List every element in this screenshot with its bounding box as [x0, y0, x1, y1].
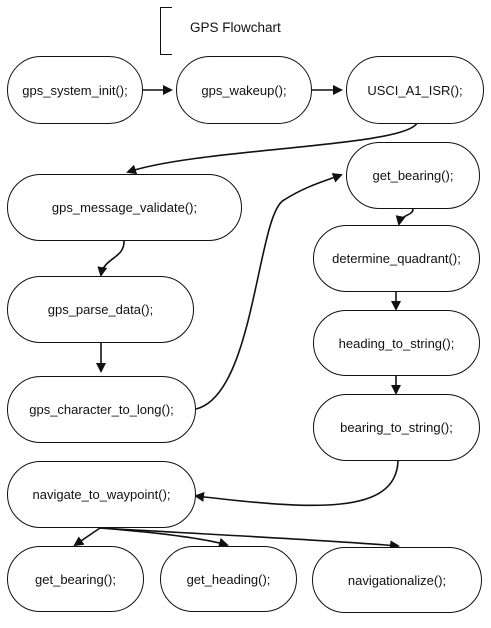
- edge-gps_message_validate-to-gps_parse_data: [97, 239, 125, 277]
- node-bearing-to-string: bearing_to_string();: [313, 394, 480, 461]
- node-label: gps_system_init();: [22, 82, 128, 98]
- node-label: gps_parse_data();: [47, 302, 154, 317]
- node-label: get_heading();: [186, 571, 271, 587]
- edge-navigate_to_waypoint-to-navigationalize: [99, 527, 400, 551]
- node-label: bearing_to_string();: [340, 420, 453, 435]
- node-label: navigate_to_waypoint();: [32, 487, 171, 502]
- node-gps-system-init: gps_system_init();: [7, 56, 143, 124]
- node-get-bearing-top: get_bearing();: [346, 142, 480, 209]
- edge-gps_character_to_long-to-get_bearing_top: [195, 173, 343, 410]
- node-label: heading_to_string();: [338, 335, 455, 351]
- flowchart-title: GPS Flowchart: [190, 20, 281, 35]
- edge-navigate_to_waypoint-to-get_heading: [99, 527, 229, 548]
- node-label: USCI_A1_ISR();: [367, 82, 463, 98]
- node-get-heading: get_heading();: [160, 546, 297, 612]
- edge-bearing_to_string-to-navigate_to_waypoint: [194, 460, 399, 507]
- edge-navigate_to_waypoint-to-get_bearing_bottom: [73, 527, 101, 547]
- node-gps-character-to-long: gps_character_to_long();: [7, 376, 196, 443]
- node-gps-parse-data: gps_parse_data();: [7, 276, 194, 343]
- node-navigate-to-waypoint: navigate_to_waypoint();: [7, 461, 196, 528]
- edge-usci_a1_isr-to-gps_message_validate: [126, 122, 418, 175]
- node-navigationalize: navigationalize();: [312, 547, 482, 613]
- node-get-bearing-bottom: get_bearing();: [7, 546, 144, 612]
- node-gps-message-validate: gps_message_validate();: [7, 174, 242, 241]
- node-label: get_bearing();: [372, 168, 454, 183]
- edge-get_bearing_top-to-determine_quadrant: [395, 208, 414, 226]
- node-label: gps_character_to_long();: [29, 402, 174, 417]
- node-label: gps_wakeup();: [201, 82, 287, 98]
- node-determine-quadrant: determine_quadrant();: [313, 225, 480, 292]
- node-usci-a1-isr: USCI_A1_ISR();: [346, 56, 484, 124]
- node-gps-wakeup: gps_wakeup();: [176, 56, 312, 124]
- node-heading-to-string: heading_to_string();: [313, 310, 480, 376]
- node-label: gps_message_validate();: [51, 200, 198, 215]
- node-label: determine_quadrant();: [332, 251, 461, 266]
- node-label: navigationalize();: [347, 572, 447, 588]
- node-label: get_bearing();: [35, 571, 116, 587]
- title-bracket: [160, 7, 172, 55]
